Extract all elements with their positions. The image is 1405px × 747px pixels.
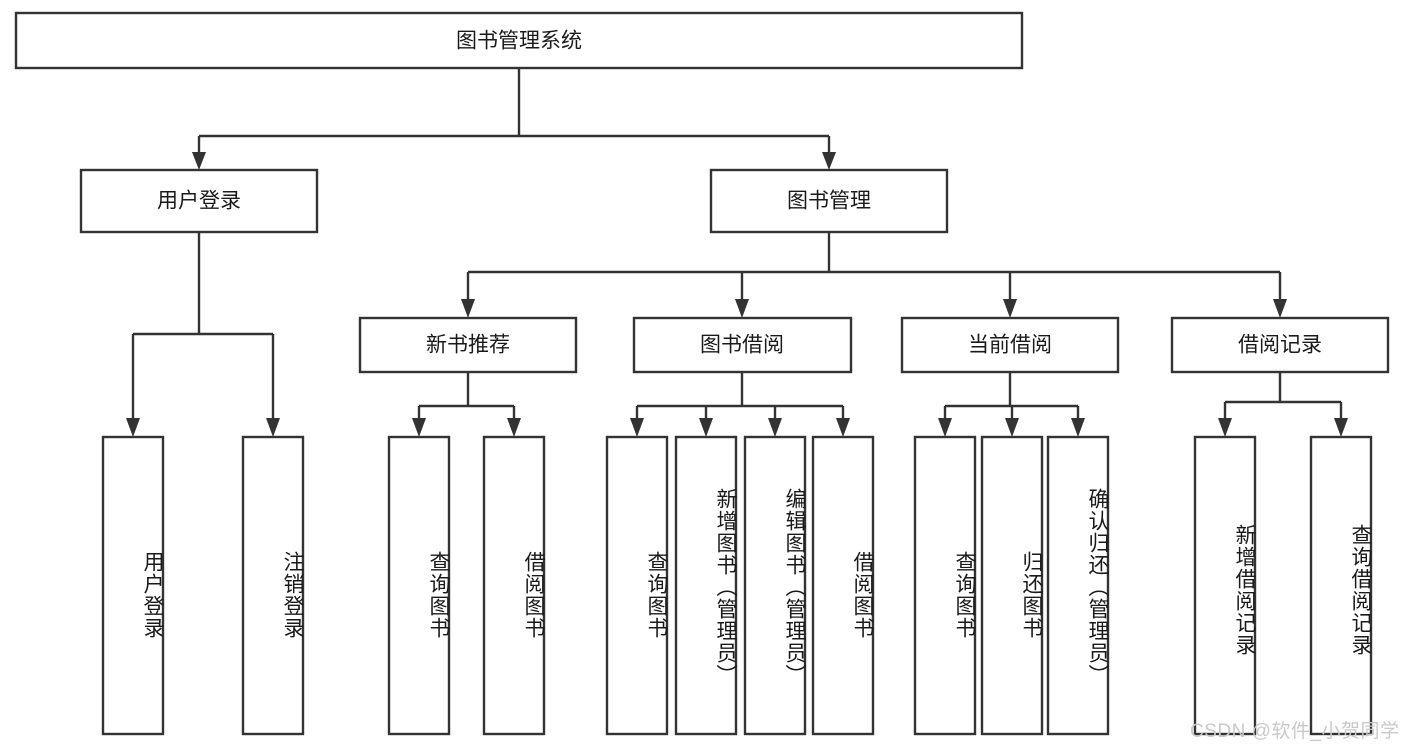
node-root-label: 图书管理系统 <box>456 30 582 53</box>
leaf-box-confirm-return-admin[interactable] <box>1046 435 1110 736</box>
node-book-management-box[interactable] <box>709 168 949 234</box>
arrow-head-icon <box>822 152 836 170</box>
connector-userlogin-to-leaves <box>126 232 280 437</box>
leaf-box-edit-book-admin[interactable] <box>743 435 807 736</box>
node-book-borrow-box[interactable] <box>632 316 853 374</box>
arrow-head-icon <box>1334 418 1348 437</box>
arrow-head-icon <box>938 418 952 437</box>
leaf-box-borrow-book[interactable] <box>811 435 875 736</box>
leaf-box-query-book-borrow[interactable] <box>605 435 669 736</box>
leaf-box-query-borrow-record[interactable] <box>1309 435 1373 736</box>
connector-current-to-leaves <box>938 372 1085 437</box>
node-book-management[interactable]: 图书管理 <box>709 168 949 234</box>
connector-borrow-to-leaves <box>630 372 850 437</box>
arrow-head-icon <box>836 418 850 437</box>
arrow-head-icon <box>192 152 206 170</box>
node-book-management-label: 图书管理 <box>787 190 871 213</box>
node-user-login-label: 用户登录 <box>157 190 241 213</box>
connector-root-to-level1 <box>192 68 836 170</box>
leaf-boxes-group <box>101 435 1373 736</box>
node-current-borrow-box[interactable] <box>900 316 1120 374</box>
node-current-borrow[interactable]: 当前借阅 <box>900 316 1120 374</box>
leaf-box-logout[interactable] <box>241 435 305 736</box>
leaf-box-add-book-admin[interactable] <box>674 435 738 736</box>
arrow-head-icon <box>1273 299 1287 318</box>
connector-newbook-to-leaves <box>412 372 521 437</box>
arrow-head-icon <box>735 299 749 318</box>
node-root[interactable]: 图书管理系统 <box>14 11 1024 70</box>
leaf-box-return-book[interactable] <box>980 435 1044 736</box>
arrow-head-icon <box>1071 418 1085 437</box>
arrow-head-icon <box>126 418 140 437</box>
node-root-box[interactable] <box>14 11 1024 70</box>
leaf-box-query-book-newbook[interactable] <box>387 435 451 736</box>
connector-record-to-leaves <box>1218 372 1348 437</box>
arrow-head-icon <box>1003 299 1017 318</box>
node-book-borrow[interactable]: 图书借阅 <box>632 316 853 374</box>
arrow-head-icon <box>266 418 280 437</box>
watermark-text: CSDN @软件_小贺同学 <box>1190 721 1400 742</box>
connector-bookmgmt-to-level2 <box>461 232 1287 318</box>
leaf-box-borrow-book-newbook[interactable] <box>482 435 546 736</box>
arrow-head-icon <box>412 418 426 437</box>
node-new-book-recommend[interactable]: 新书推荐 <box>358 316 578 374</box>
arrow-head-icon <box>461 299 475 318</box>
node-new-book-recommend-box[interactable] <box>358 316 578 374</box>
node-borrow-record-box[interactable] <box>1170 316 1390 374</box>
arrow-head-icon <box>1005 418 1019 437</box>
arrow-head-icon <box>1218 418 1232 437</box>
node-user-login-box[interactable] <box>79 168 319 234</box>
node-borrow-record-label: 借阅记录 <box>1238 334 1322 357</box>
arrow-head-icon <box>699 418 713 437</box>
node-new-book-recommend-label: 新书推荐 <box>426 334 510 357</box>
arrow-head-icon <box>768 418 782 437</box>
node-book-borrow-label: 图书借阅 <box>700 334 784 357</box>
arrow-head-icon <box>630 418 644 437</box>
node-current-borrow-label: 当前借阅 <box>968 334 1052 357</box>
node-user-login[interactable]: 用户登录 <box>79 168 319 234</box>
leaf-box-user-login[interactable] <box>101 435 165 736</box>
leaf-box-add-borrow-record[interactable] <box>1193 435 1257 736</box>
node-borrow-record[interactable]: 借阅记录 <box>1170 316 1390 374</box>
leaf-box-query-book-current[interactable] <box>913 435 977 736</box>
arrow-head-icon <box>507 418 521 437</box>
